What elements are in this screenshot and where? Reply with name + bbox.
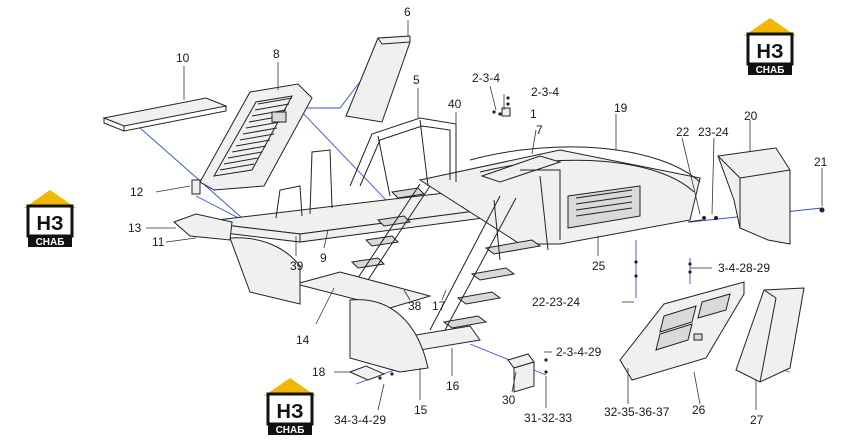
part-11-fender-left [173, 213, 301, 305]
logo-mark: НЗ [757, 41, 784, 63]
bolt-22 [687, 219, 703, 223]
label-11: 11 [152, 235, 165, 249]
label-17: 17 [432, 299, 446, 313]
main-frame [199, 146, 701, 245]
logo-top-right: НЗ СНАБ [744, 18, 796, 76]
part-12-bracket [191, 179, 201, 195]
logo-bottom: НЗ СНАБ [264, 378, 316, 436]
part-20-bracket [717, 147, 791, 245]
label-13: 13 [128, 221, 142, 235]
label-31-32-33: 31-32-33 [524, 411, 572, 425]
label-10: 10 [176, 51, 190, 65]
label-2-3-4-right: 2-3-4 [531, 85, 559, 99]
part-15-fender-front [349, 299, 429, 373]
part-1-clip [492, 107, 511, 117]
stairs [349, 169, 561, 333]
logo-roof [264, 378, 316, 396]
label-27: 27 [750, 413, 764, 427]
label-7: 7 [536, 123, 543, 137]
label-8: 8 [273, 47, 280, 61]
logo-mark: НЗ [277, 401, 304, 423]
logo-caption: СНАБ [36, 237, 65, 248]
label-34-3-4-29: 34-3-4-29 [334, 413, 386, 427]
label-39: 39 [290, 259, 304, 273]
part-6-side-guard [345, 35, 411, 123]
label-9: 9 [320, 251, 327, 265]
part-8-grille-door [199, 83, 313, 191]
label-22-23-24: 22-23-24 [532, 295, 580, 309]
logo-caption: СНАБ [276, 425, 305, 436]
label-26: 26 [692, 403, 706, 417]
label-12: 12 [130, 185, 144, 199]
logo-caption: СНАБ [756, 65, 785, 76]
part-18-plate [348, 365, 386, 381]
part-10-top-plate [102, 97, 228, 132]
logo-mark: НЗ [37, 213, 64, 235]
label-1: 1 [530, 107, 537, 121]
part-5-railing [275, 117, 457, 219]
label-15: 15 [414, 403, 428, 417]
label-19: 19 [614, 101, 628, 115]
label-30: 30 [502, 393, 516, 407]
label-20: 20 [744, 109, 758, 123]
label-5: 5 [413, 73, 420, 87]
label-40: 40 [448, 97, 462, 111]
logo-roof [24, 190, 76, 208]
label-18: 18 [312, 365, 326, 379]
label-23-24: 23-24 [698, 125, 729, 139]
label-25: 25 [592, 259, 606, 273]
label-21: 21 [814, 155, 828, 169]
part-27-side-guard [735, 287, 805, 383]
logo-left: НЗ СНАБ [24, 190, 76, 248]
label-2-3-4-29: 2-3-4-29 [556, 345, 602, 359]
fasteners [378, 96, 825, 380]
logo-roof [744, 18, 796, 36]
part-26-cover [619, 281, 745, 381]
label-16: 16 [446, 379, 460, 393]
label-32-35-36-37: 32-35-36-37 [604, 405, 670, 419]
leader-lines [146, 20, 823, 411]
part-labels: 6 10 8 5 2-3-4 2-3-4 1 40 7 19 20 22 23-… [128, 5, 828, 427]
label-3-4-28-29: 3-4-28-29 [718, 261, 770, 275]
label-14: 14 [296, 333, 310, 347]
label-2-3-4-upper: 2-3-4 [472, 71, 500, 85]
label-6: 6 [404, 5, 411, 19]
label-38: 38 [408, 299, 422, 313]
label-22: 22 [676, 125, 690, 139]
part-30-block [507, 353, 535, 393]
